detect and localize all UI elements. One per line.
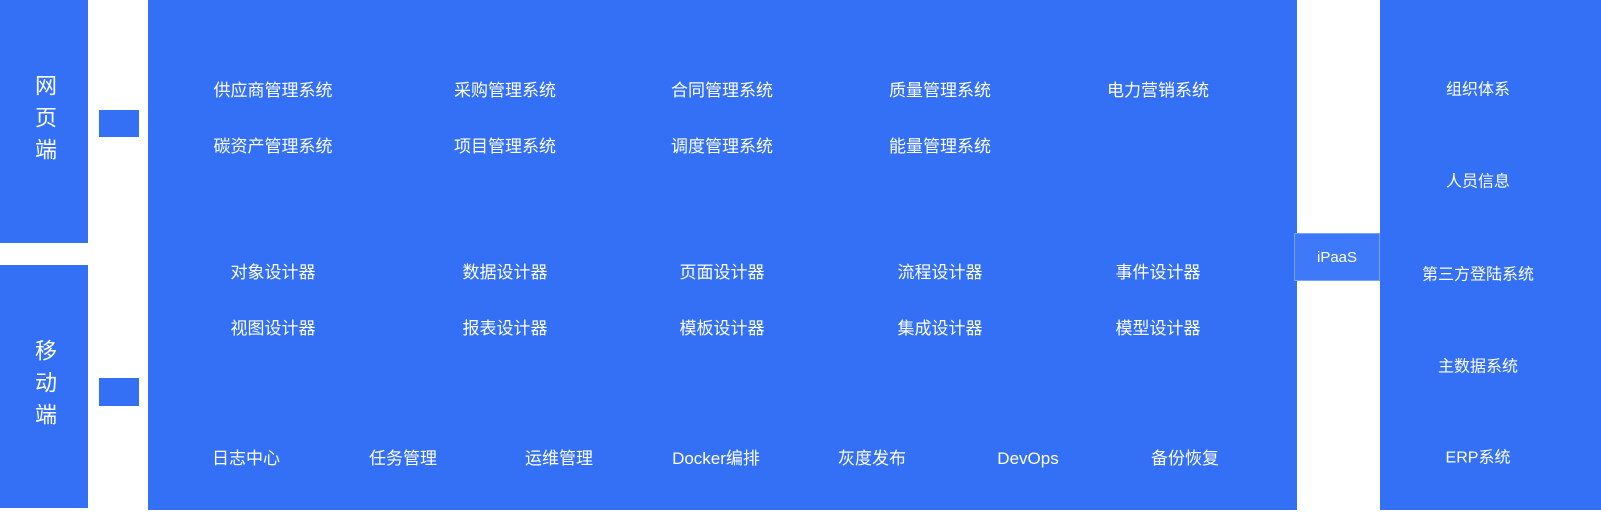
ops-label: 运维管理 xyxy=(525,448,593,468)
web-client-block: 网页端 xyxy=(0,0,88,243)
ops-label: DevOps xyxy=(997,448,1059,468)
designer-label: 视图设计器 xyxy=(230,318,316,338)
mobile-client-label: 移动端 xyxy=(32,338,57,435)
business-system-label: 采购管理系统 xyxy=(454,80,556,100)
designer-label: 数据设计器 xyxy=(462,262,548,282)
designer-label: 报表设计器 xyxy=(462,318,548,338)
web-connector xyxy=(99,110,139,137)
external-systems-panel: 组织体系 人员信息 第三方登陆系统 主数据系统 ERP系统 xyxy=(1380,0,1601,510)
designer-label: 对象设计器 xyxy=(230,262,316,282)
mobile-connector xyxy=(99,378,139,406)
ipaas-connector: iPaaS xyxy=(1294,233,1380,281)
platform-panel: 供应商管理系统 采购管理系统 合同管理系统 质量管理系统 电力营销系统 碳资产管… xyxy=(148,0,1297,510)
ops-label: 日志中心 xyxy=(212,448,280,468)
business-system-label: 质量管理系统 xyxy=(889,80,991,100)
external-system-label: 主数据系统 xyxy=(1437,358,1519,376)
business-system-label: 电力营销系统 xyxy=(1107,80,1209,100)
ops-label: 灰度发布 xyxy=(838,448,906,468)
designer-label: 集成设计器 xyxy=(897,318,983,338)
ops-label: 备份恢复 xyxy=(1151,448,1219,468)
external-system-label: 人员信息 xyxy=(1445,173,1511,191)
web-client-label: 网页端 xyxy=(32,73,57,170)
designer-label: 页面设计器 xyxy=(679,262,765,282)
designer-label: 模板设计器 xyxy=(679,318,765,338)
external-system-label: 第三方登陆系统 xyxy=(1421,266,1535,284)
ops-label: Docker编排 xyxy=(672,448,760,468)
ipaas-label: iPaaS xyxy=(1316,248,1358,266)
mobile-client-block: 移动端 xyxy=(0,265,88,508)
business-system-label: 调度管理系统 xyxy=(671,136,773,156)
business-system-label: 碳资产管理系统 xyxy=(213,136,333,156)
business-system-label: 能量管理系统 xyxy=(889,136,991,156)
business-system-label: 项目管理系统 xyxy=(454,136,556,156)
designer-label: 事件设计器 xyxy=(1115,262,1201,282)
ops-label: 任务管理 xyxy=(369,448,437,468)
external-system-label: ERP系统 xyxy=(1445,449,1511,467)
designer-label: 模型设计器 xyxy=(1115,318,1201,338)
external-system-label: 组织体系 xyxy=(1445,81,1511,99)
designer-label: 流程设计器 xyxy=(897,262,983,282)
business-system-label: 供应商管理系统 xyxy=(213,80,333,100)
business-system-label: 合同管理系统 xyxy=(671,80,773,100)
